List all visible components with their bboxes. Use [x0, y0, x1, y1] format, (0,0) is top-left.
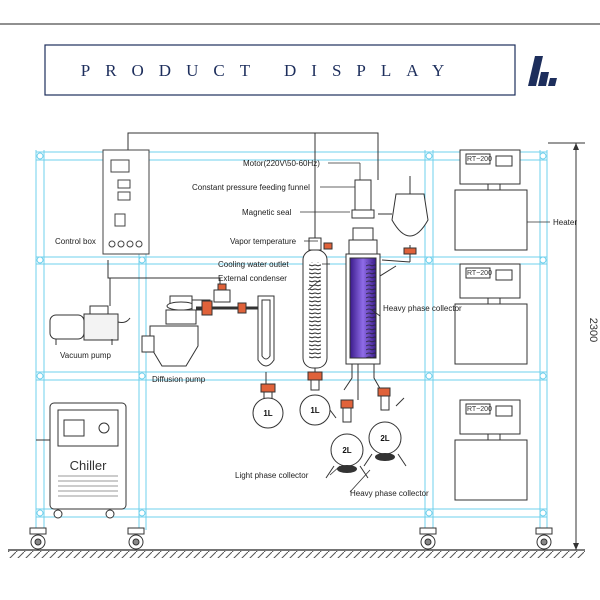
heater-2 [454, 263, 528, 365]
label-chiller: Chiller [70, 458, 108, 473]
leader-lines [300, 162, 550, 493]
flask-2l-heavy-phase [363, 395, 407, 467]
cold-trap [257, 295, 276, 393]
label-heavy-phase-collector-bottom: Heavy phase collector [350, 489, 429, 498]
flask-2-volume: 1L [310, 406, 319, 415]
external-condenser [302, 133, 333, 381]
label-magnetic-seal: Magnetic seal [242, 208, 292, 217]
flask-4-volume: 2L [380, 434, 389, 443]
vacuum-line-valves [196, 283, 265, 316]
label-diffusion-pump: Diffusion pump [152, 375, 206, 384]
heater-2-display: RT~200 [467, 270, 492, 277]
control-box [102, 149, 150, 255]
label-cooling-water-outlet: Cooling water outlet [218, 260, 289, 269]
heater-1 [454, 149, 528, 251]
label-external-condenser: External condenser [218, 274, 287, 283]
label-vacuum-pump: Vacuum pump [60, 351, 112, 360]
label-heavy-phase-collector-side: Heavy phase collector [383, 304, 462, 313]
flask-3-volume: 2L [342, 446, 351, 455]
distillation-column [340, 253, 397, 409]
label-feeding-funnel: Constant pressure feeding funnel [192, 183, 310, 192]
height-dimension-label: 2300 [587, 318, 599, 342]
diffusion-pump [141, 295, 211, 367]
flask-1-volume: 1L [263, 409, 272, 418]
label-motor: Motor(220V\50-60Hz) [243, 159, 320, 168]
label-heavy-phase-collector-side-text: Heavy phase collector [383, 304, 462, 313]
top-connection-pipe [127, 132, 379, 180]
flask-2l-light-phase [325, 407, 369, 479]
caster-wheels [29, 527, 553, 550]
feeding-funnel [378, 176, 429, 263]
label-heater: Heater [553, 218, 577, 227]
height-dimension [548, 142, 585, 551]
page-title: PRODUCT DISPLAY [81, 61, 460, 80]
brand-logo [528, 56, 557, 86]
support-frame [35, 150, 548, 530]
chiller [36, 402, 127, 519]
ground-line [8, 549, 585, 558]
flask-1l-right [299, 379, 331, 426]
label-vapor-temperature: Vapor temperature [230, 237, 297, 246]
magnetic-seal [348, 227, 378, 255]
label-light-phase-collector: Light phase collector [235, 471, 309, 480]
heater-1-display: RT~200 [467, 156, 492, 163]
motor [351, 179, 375, 219]
vacuum-pump [49, 278, 131, 345]
title-box [44, 44, 516, 96]
label-control-box: Control box [55, 237, 96, 246]
heater-3 [454, 399, 528, 501]
heater-3-display: RT~200 [467, 406, 492, 413]
flask-1l-left [252, 391, 284, 429]
